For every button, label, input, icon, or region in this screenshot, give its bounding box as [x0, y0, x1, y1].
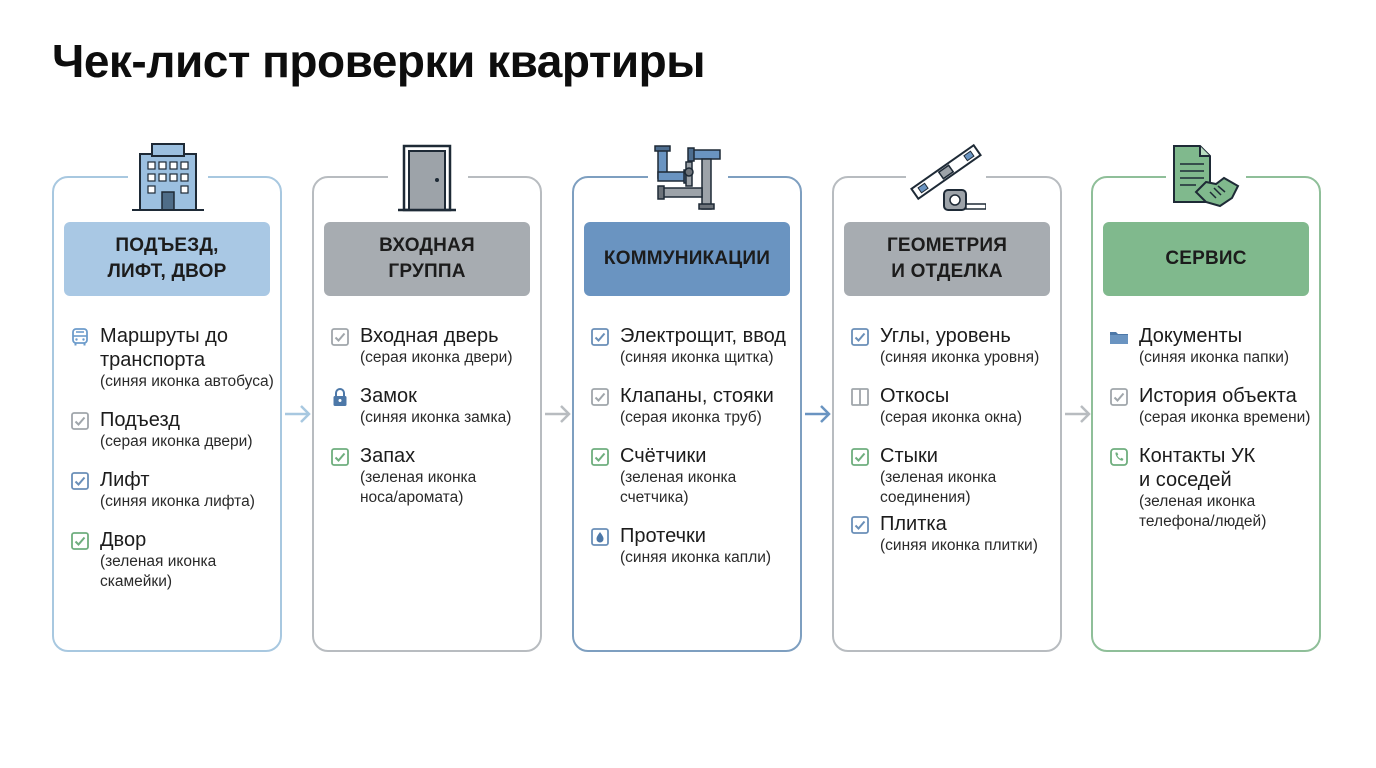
checkbox-icon[interactable] [850, 515, 870, 535]
item-note: (синяя иконка замка) [360, 409, 512, 426]
item-note: (зеленая иконка скамейки) [100, 553, 217, 590]
item-label: Откосы [880, 385, 950, 407]
item-note: (серая иконка двери) [360, 349, 513, 366]
list-item: Подъезд (серая иконка двери) [70, 408, 276, 452]
item-note: (синяя иконка автобуса) [100, 373, 274, 390]
arrow-right-icon [543, 402, 573, 426]
item-label: Подъезд [100, 409, 180, 431]
item-label: Документы [1139, 325, 1243, 347]
list-item: Документы (синяя иконка папки) [1109, 324, 1315, 368]
card-header: ПОДЪЕЗД, ЛИФТ, ДВОР [64, 222, 270, 296]
item-note: (синяя иконка капли) [620, 549, 772, 566]
item-note: (зеленая иконка телефона/людей) [1139, 493, 1267, 530]
card-utilities: КОММУНИКАЦИИ Электрощит, ввод (синяя ико… [572, 176, 802, 652]
list-item: Протечки (синяя иконка капли) [590, 524, 796, 568]
list-item: Клапаны, стояки (серая иконка труб) [590, 384, 796, 428]
checkbox-icon[interactable] [70, 471, 90, 491]
list-item: Плитка (синяя иконка плитки) [850, 512, 1056, 556]
item-note: (зеленая иконка соединения) [880, 469, 997, 506]
card-header: ГЕОМЕТРИЯ И ОТДЕЛКА [844, 222, 1050, 296]
item-note: (серая иконка двери) [100, 433, 253, 450]
card-entry-group: ВХОДНАЯ ГРУППА Входная дверь (серая икон… [312, 176, 542, 652]
item-label: Плитка [880, 513, 947, 535]
arrow-right-icon [1063, 402, 1093, 426]
list-item: Замок (синяя иконка замка) [330, 384, 536, 428]
list-item: Электрощит, ввод (синяя иконка щитка) [590, 324, 796, 368]
document-handshake-icon [1166, 142, 1246, 212]
building-icon [128, 142, 208, 212]
item-note: (синяя иконка папки) [1139, 349, 1290, 366]
page-title: Чек-лист проверки квартиры [52, 35, 706, 87]
card-geometry: ГЕОМЕТРИЯ И ОТДЕЛКА Углы, уровень (синяя… [832, 176, 1062, 652]
checkbox-icon[interactable] [590, 327, 610, 347]
water-drop-icon [590, 527, 610, 547]
item-label: Контакты УК и соседей [1139, 445, 1256, 491]
checkbox-icon[interactable] [590, 387, 610, 407]
item-label: Электрощит, ввод [620, 325, 786, 347]
item-note: (зеленая иконка носа/аромата) [360, 469, 477, 506]
list-item: Углы, уровень (синяя иконка уровня) [850, 324, 1056, 368]
item-label: Лифт [100, 469, 150, 491]
checkbox-icon[interactable] [590, 447, 610, 467]
checkbox-icon[interactable] [330, 447, 350, 467]
checkbox-icon[interactable] [70, 411, 90, 431]
item-label: Клапаны, стояки [620, 385, 774, 407]
checkbox-icon[interactable] [70, 531, 90, 551]
window-icon [850, 387, 870, 407]
item-note: (синяя иконка щитка) [620, 349, 774, 366]
list-item: Маршруты до транспорта (синяя иконка авт… [70, 324, 276, 392]
list-item: Входная дверь (серая иконка двери) [330, 324, 536, 368]
item-note: (зеленая иконка счетчика) [620, 469, 737, 506]
list-item: Счётчики (зеленая иконка счетчика) [590, 444, 796, 508]
list-item: Лифт (синяя иконка лифта) [70, 468, 276, 512]
item-label: Протечки [620, 525, 706, 547]
level-tape-icon [906, 142, 986, 212]
item-label: Углы, уровень [880, 325, 1011, 347]
item-note: (серая иконка времени) [1139, 409, 1311, 426]
item-label: Двор [100, 529, 147, 551]
card-entrance: ПОДЪЕЗД, ЛИФТ, ДВОР Маршруты до транспор… [52, 176, 282, 652]
lock-icon [330, 387, 350, 407]
item-label: Маршруты до транспорта [100, 325, 228, 371]
list-item: Контакты УК и соседей (зеленая иконка те… [1109, 444, 1315, 532]
phone-icon [1109, 447, 1129, 467]
item-label: Счётчики [620, 445, 707, 467]
card-header: СЕРВИС [1103, 222, 1309, 296]
card-header: ВХОДНАЯ ГРУППА [324, 222, 530, 296]
item-label: История объекта [1139, 385, 1297, 407]
item-label: Замок [360, 385, 417, 407]
checkbox-icon[interactable] [850, 447, 870, 467]
card-service: СЕРВИС Документы (синяя иконка папки) Ис… [1091, 176, 1321, 652]
checkbox-icon[interactable] [330, 327, 350, 347]
item-note: (синяя иконка уровня) [880, 349, 1040, 366]
item-label: Входная дверь [360, 325, 499, 347]
item-label: Стыки [880, 445, 938, 467]
list-item: Стыки (зеленая иконка соединения) [850, 444, 1056, 508]
list-item: История объекта (серая иконка времени) [1109, 384, 1315, 428]
item-note: (синяя иконка лифта) [100, 493, 255, 510]
item-label: Запах [360, 445, 416, 467]
checkbox-icon[interactable] [1109, 387, 1129, 407]
bus-icon [70, 327, 90, 347]
door-icon [388, 142, 468, 212]
list-item: Запах (зеленая иконка носа/аромата) [330, 444, 536, 508]
pipes-icon [648, 142, 728, 212]
item-note: (серая иконка труб) [620, 409, 762, 426]
arrow-right-icon [283, 402, 313, 426]
list-item: Двор (зеленая иконка скамейки) [70, 528, 276, 592]
checkbox-icon[interactable] [850, 327, 870, 347]
folder-icon [1109, 327, 1129, 347]
item-note: (серая иконка окна) [880, 409, 1023, 426]
arrow-right-icon [803, 402, 833, 426]
list-item: Откосы (серая иконка окна) [850, 384, 1056, 428]
card-header: КОММУНИКАЦИИ [584, 222, 790, 296]
item-note: (синяя иконка плитки) [880, 537, 1038, 554]
